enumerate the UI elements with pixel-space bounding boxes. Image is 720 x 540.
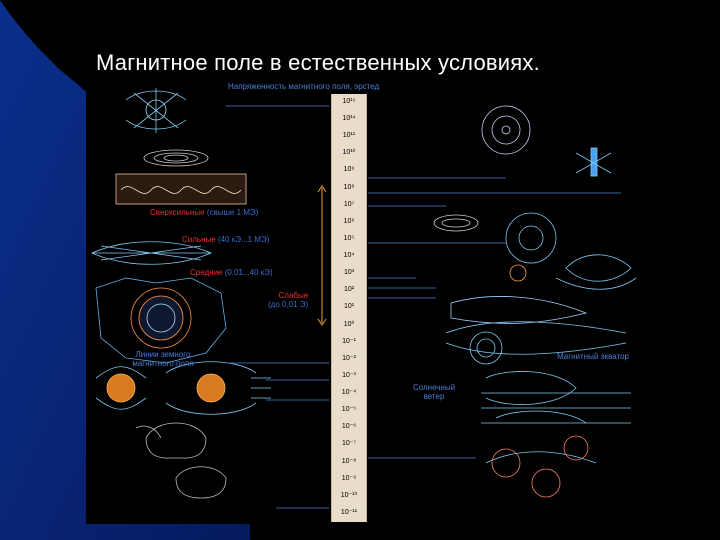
skull-illustration-1 — [135, 422, 207, 459]
sun-flare-illustration — [575, 147, 612, 177]
scale-tick: 10¹¹ — [342, 132, 356, 140]
solar-wind-illustration — [481, 371, 631, 424]
magnetosphere-illustration — [445, 296, 627, 365]
scale-tick: 10⁻⁵ — [341, 406, 357, 414]
range-label-medium: Средние (0,01...40 кЭ) — [190, 268, 273, 277]
scale-tick: 10¹⁴ — [342, 115, 356, 123]
range-label-strong: Сильные (40 кЭ...1 МЭ) — [182, 235, 270, 244]
magnetic-equator-label: Магнитный экватор — [556, 352, 630, 361]
scale-tick: 10¹⁰ — [342, 149, 356, 157]
scale-tick: 10⁻⁹ — [341, 474, 357, 482]
scale-tick: 10⁻¹¹ — [340, 508, 358, 516]
wave-box — [115, 173, 247, 205]
earth-field-lines-label: Линии земного магнитного поля — [132, 350, 194, 368]
scale-tick: 10¹⁵ — [342, 98, 356, 105]
solar-wind-label: Солнечный ветер — [412, 383, 456, 401]
spiral-galaxy-illustration — [143, 149, 209, 167]
scale-tick: 10⁻⁴ — [341, 389, 357, 397]
range-label-ultra-strong: Сверхсильные (свыше 1 МЭ) — [150, 208, 259, 217]
magnetic-field-diagram: Напряженность магнитного поля, эрстед 10… — [86, 78, 642, 524]
solar-corona-illustration — [555, 254, 637, 290]
scale-tick: 10⁶ — [343, 217, 355, 225]
scale-tick: 10³ — [343, 269, 355, 277]
range-label-weak: Слабые(до 0,01 Э) — [268, 291, 309, 309]
star-field-illustration — [95, 277, 227, 364]
scale-tick: 10⁰ — [343, 320, 355, 328]
scale-tick: 10² — [343, 286, 355, 294]
scale-tick: 10¹ — [343, 303, 355, 311]
scale-tick: 10⁻⁸ — [341, 457, 357, 465]
scale-header: Напряженность магнитного поля, эрстед — [228, 82, 380, 91]
scale-tick: 10⁹ — [343, 166, 355, 174]
intensity-scale-bar: 10¹⁵ 10¹⁴ 10¹¹ 10¹⁰ 10⁹ 10⁸ 10⁷ 10⁶ 10⁵ 10⁴ 10³ 10²… — [331, 94, 367, 522]
scale-tick: 10⁻¹⁰ — [340, 491, 358, 499]
planetary-field-illustration — [485, 435, 597, 498]
galaxy-rings-illustration — [481, 105, 531, 155]
field-illustrations — [91, 88, 637, 509]
scale-tick: 10⁻² — [342, 354, 356, 362]
earth-dipole-illustration — [95, 361, 271, 415]
lens-illustration — [91, 241, 213, 265]
slide-title: Магнитное поле в естественных условиях. — [96, 50, 540, 75]
planet-ring-illustration — [433, 214, 479, 232]
scale-tick: 10⁻¹ — [342, 337, 356, 345]
atom-illustration — [505, 212, 557, 264]
scale-tick: 10⁷ — [343, 200, 355, 208]
scale-tick: 10⁵ — [343, 234, 355, 242]
skull-illustration-2 — [175, 466, 227, 499]
pulsar-illustration — [125, 88, 187, 133]
scale-tick: 10⁻³ — [342, 371, 356, 379]
magnet-illustration — [509, 264, 527, 282]
scale-tick: 10⁻⁷ — [341, 440, 356, 448]
scale-tick: 10⁸ — [343, 183, 355, 191]
scale-tick: 10⁴ — [343, 252, 355, 260]
scale-tick: 10⁻⁶ — [341, 423, 357, 431]
